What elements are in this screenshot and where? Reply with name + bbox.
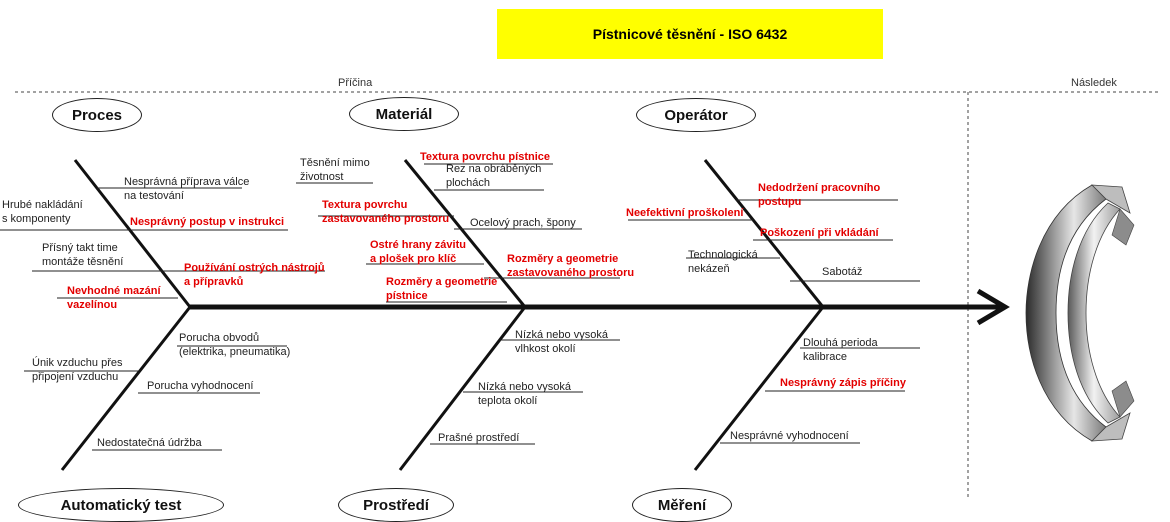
bone-proces: [73, 159, 192, 308]
cause-label-line: Porucha obvodů: [179, 332, 260, 344]
category-automaticky-test: Automatický test: [18, 488, 224, 522]
bone-prostredi: [398, 306, 527, 471]
cause-label-proces-2: Hrubé nakládání s komponenty: [2, 198, 83, 226]
cause-label-line: Neefektivní proškolení: [626, 207, 744, 219]
cause-label-material-3: Rez na obráběných plochách: [446, 162, 541, 190]
effect-header: Následek: [1071, 77, 1117, 89]
cause-label-line: a plošek pro klíč: [370, 253, 457, 265]
cause-label-prostredi-3: Prašné prostředí: [438, 431, 519, 445]
cause-label-operator-5: Sabotáž: [822, 265, 862, 279]
cause-label-line: Ostré hrany závitu: [370, 239, 466, 251]
cause-label-line: plochách: [446, 177, 491, 189]
bone-automaticky-test: [60, 306, 192, 471]
cause-header: Příčina: [338, 77, 373, 89]
cause-label-line: Dlouhá perioda: [803, 337, 878, 349]
cause-label-line: Porucha vyhodnocení: [147, 380, 254, 392]
cause-label-operator-3: Poškození při vkládání: [760, 226, 879, 240]
cause-label-material-1: Těsnění mimo životnost: [300, 156, 370, 184]
cause-label-mereni-1: Dlouhá perioda kalibrace: [803, 336, 878, 364]
cause-label-line: Sabotáž: [822, 266, 863, 278]
cause-label-line: Nevhodné mazání: [67, 285, 161, 297]
cause-label-line: zastavovaného prostoru: [507, 267, 635, 279]
cause-label-automaticky-test-1: Porucha obvodů (elektrika, pneumatika): [179, 331, 290, 359]
cause-label-line: na testování: [124, 190, 184, 202]
cause-label-line: Těsnění mimo: [300, 157, 370, 169]
cause-label-line: montáže těsnění: [42, 256, 124, 268]
cause-label-line: Hrubé nakládání: [2, 199, 83, 211]
cause-label-line: Rozměry a geometrie: [507, 253, 619, 265]
cause-label-material-4: Textura povrchu zastavovaného prostoru: [322, 198, 449, 226]
cause-label-proces-3: Nesprávný postup v instrukci: [130, 215, 284, 229]
cause-label-line: vazelínou: [67, 299, 118, 311]
category-proces: Proces: [52, 98, 142, 132]
cause-label-prostredi-2: Nízká nebo vysoká teplota okolí: [478, 380, 571, 408]
cause-label-operator-4: Technologická nekázeň: [688, 248, 758, 276]
cause-label-material-5: Ocelový prach, špony: [470, 216, 576, 230]
cause-label-line: Technologická: [688, 249, 758, 261]
seal-image: [1025, 184, 1135, 442]
cause-label-line: zastavovaného prostoru: [322, 213, 450, 225]
cause-label-line: postupu: [758, 196, 802, 208]
cause-label-line: a přípravků: [184, 276, 244, 288]
cause-label-automaticky-test-4: Nedostatečná údržba: [97, 436, 202, 450]
category-prostredi: Prostředí: [338, 488, 454, 522]
cause-label-operator-1: Nedodržení pracovního postupu: [758, 181, 880, 209]
cause-label-line: Ocelový prach, špony: [470, 217, 576, 229]
cause-label-line: Nesprávný zápis příčiny: [780, 377, 906, 389]
bone-operator: [703, 159, 825, 308]
cause-label-line: Rez na obráběných: [446, 163, 542, 175]
cause-label-material-8: Rozměry a geometrie pístnice: [386, 275, 497, 303]
category-mereni: Měření: [632, 488, 732, 522]
cause-label-proces-1: Nesprávná příprava válce na testování: [124, 175, 249, 203]
cause-label-line: pístnice: [386, 290, 428, 302]
cause-label-line: Nesprávný postup v instrukci: [130, 216, 285, 228]
cause-label-mereni-3: Nesprávné vyhodnocení: [730, 429, 849, 443]
cause-label-automaticky-test-3: Porucha vyhodnocení: [147, 379, 253, 393]
cause-label-material-7: Rozměry a geometrie zastavovaného prostor…: [507, 252, 634, 280]
cause-label-line: Přísný takt time: [42, 242, 118, 254]
cause-label-line: kalibrace: [803, 351, 848, 363]
diagram-title: Pístnicové těsnění - ISO 6432: [497, 9, 883, 59]
cause-label-operator-2: Neefektivní proškolení: [626, 206, 743, 220]
cause-label-line: Textura povrchu: [322, 199, 408, 211]
category-material: Materiál: [349, 97, 459, 131]
cause-label-proces-4: Přísný takt time montáže těsnění: [42, 241, 123, 269]
cause-label-line: (elektrika, pneumatika): [179, 346, 291, 358]
category-operator: Operátor: [636, 98, 756, 132]
cause-label-line: Používání ostrých nástrojů: [184, 262, 325, 274]
cause-label-line: Textura povrchu pístnice: [420, 151, 550, 163]
cause-label-line: Prašné prostředí: [438, 432, 520, 444]
cause-label-material-6: Ostré hrany závitu a plošek pro klíč: [370, 238, 466, 266]
cause-label-line: Nesprávné vyhodnocení: [730, 430, 849, 442]
cause-label-line: Nedostatečná údržba: [97, 437, 202, 449]
cause-label-proces-6: Nevhodné mazání vazelínou: [67, 284, 161, 312]
cause-label-line: s komponenty: [2, 213, 71, 225]
cause-label-proces-5: Používání ostrých nástrojů a přípravků: [184, 261, 325, 289]
cause-label-line: Únik vzduchu přes: [32, 357, 123, 369]
cause-label-line: připojení vzduchu: [32, 371, 119, 383]
cause-label-material-2: Textura povrchu pístnice: [420, 150, 550, 164]
spine-arrowhead: [976, 288, 1010, 326]
cause-label-line: Nízká nebo vysoká: [478, 381, 571, 393]
cause-label-line: Nesprávná příprava válce: [124, 176, 250, 188]
cause-label-line: životnost: [300, 171, 344, 183]
cause-label-line: teplota okolí: [478, 395, 538, 407]
cause-label-line: vlhkost okolí: [515, 343, 576, 355]
cause-label-mereni-2: Nesprávný zápis příčiny: [780, 376, 906, 390]
bone-material: [403, 159, 527, 308]
cause-label-line: nekázeň: [688, 263, 730, 275]
cause-label-line: Nedodržení pracovního: [758, 182, 881, 194]
cause-label-prostredi-1: Nízká nebo vysoká vlhkost okolí: [515, 328, 608, 356]
cause-label-line: Poškození při vkládání: [760, 227, 879, 239]
cause-label-automaticky-test-2: Únik vzduchu přes připojení vzduchu: [32, 356, 123, 384]
cause-label-line: Nízká nebo vysoká: [515, 329, 608, 341]
cause-label-line: Rozměry a geometrie: [386, 276, 498, 288]
bone-mereni: [693, 306, 825, 471]
